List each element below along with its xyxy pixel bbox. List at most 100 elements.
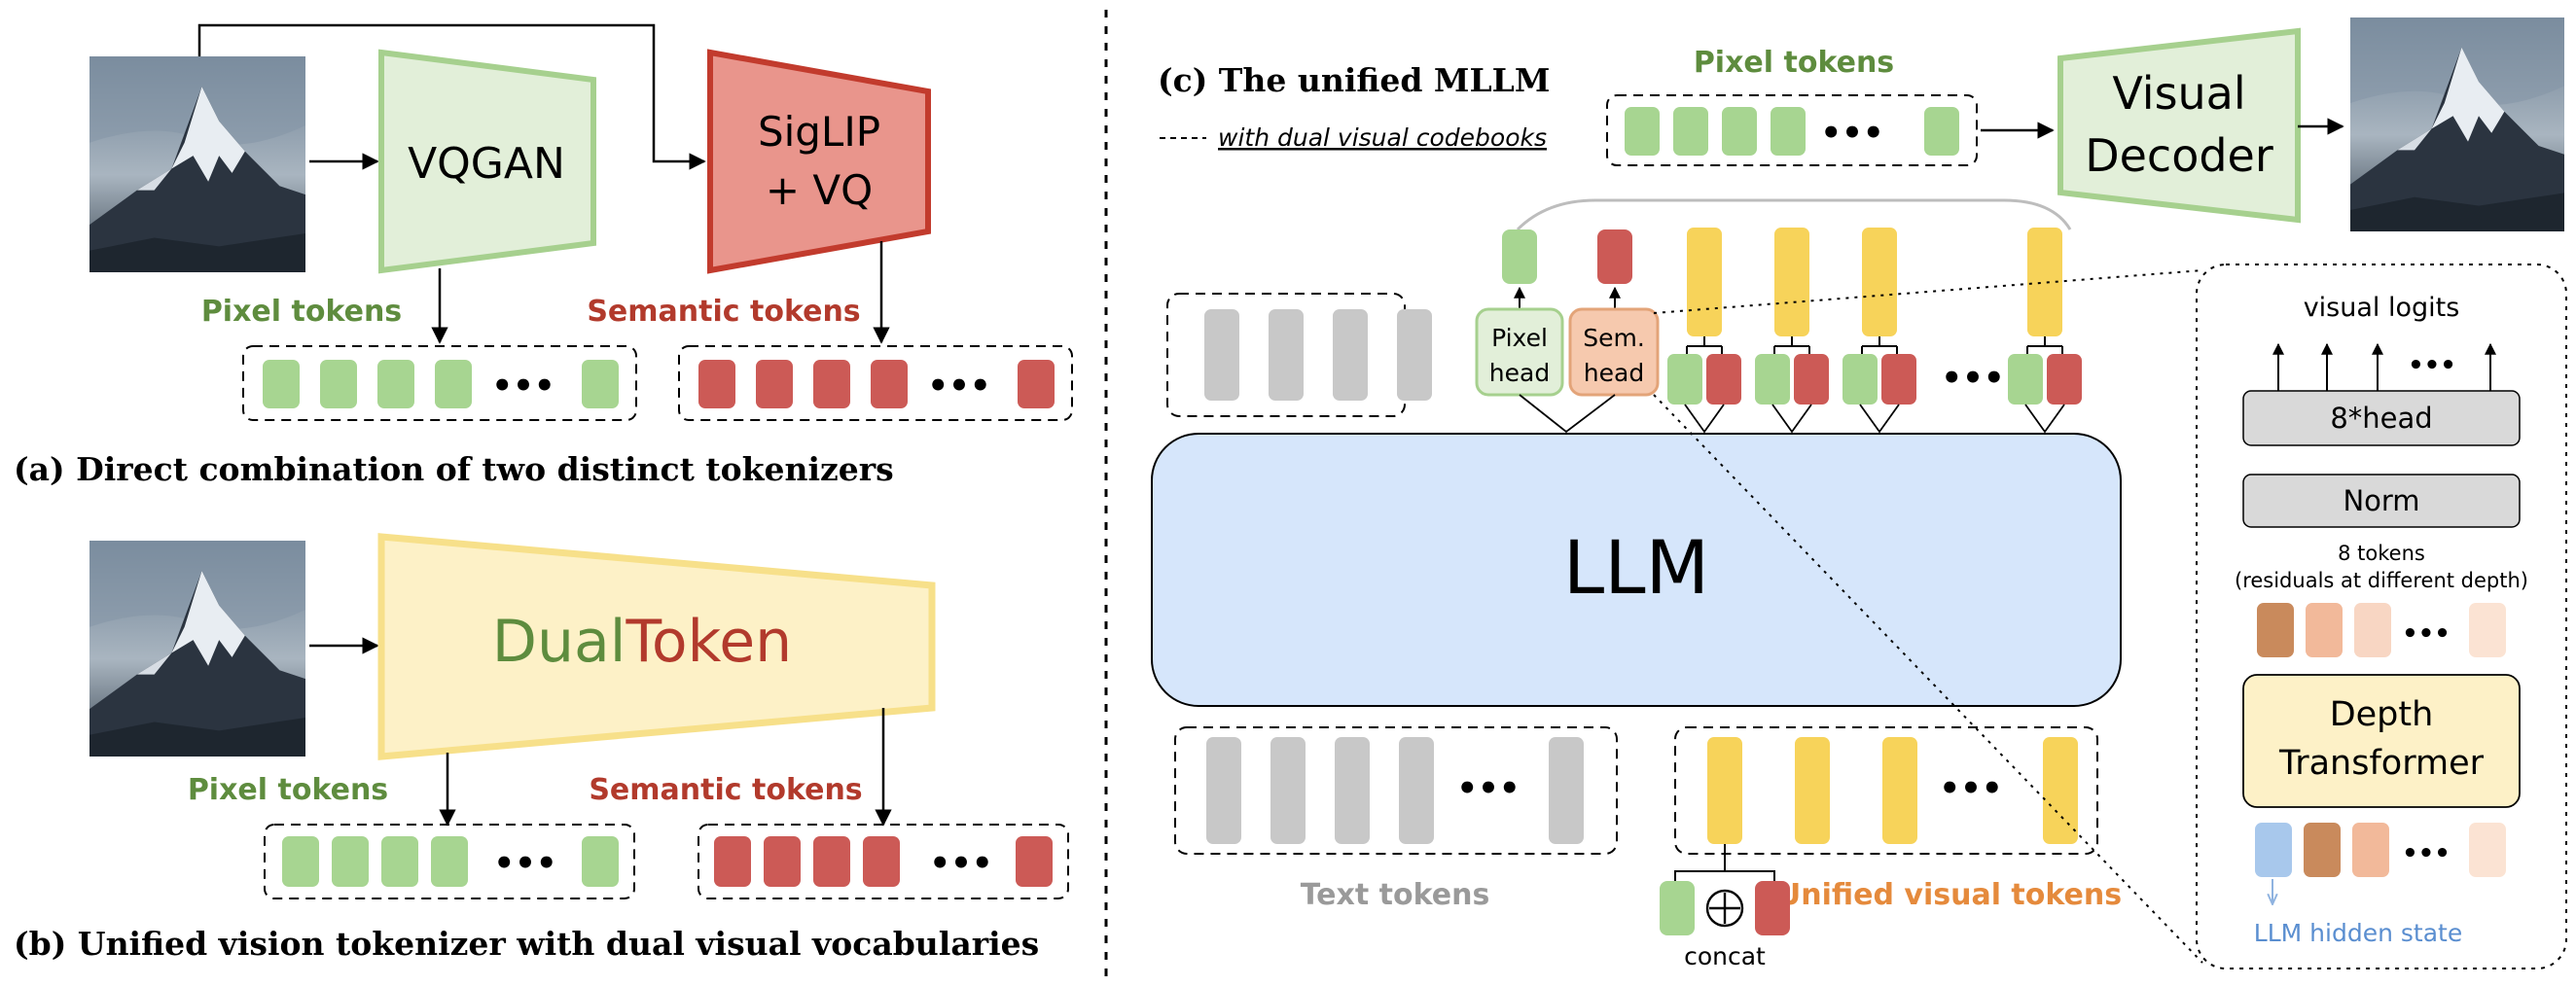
pixel-token — [381, 836, 418, 887]
head-label: 8*head — [2330, 402, 2432, 435]
concat-semantic-token — [1755, 881, 1790, 935]
semantic-token — [871, 360, 908, 408]
pixel-token — [582, 836, 619, 887]
semantic-token — [764, 836, 801, 887]
pixel-token — [431, 836, 468, 887]
text-token — [1270, 737, 1306, 844]
ellipsis: ••• — [929, 844, 992, 883]
concat-plus-icon — [1705, 889, 1744, 928]
vqgan-encoder — [378, 49, 596, 274]
ellipsis: ••• — [1941, 359, 2004, 398]
text-token — [1269, 309, 1304, 401]
pixel-tokens-label-c: Pixel tokens — [1694, 46, 1894, 80]
text-token — [1204, 309, 1239, 401]
input-text-token-group — [1174, 726, 1618, 855]
pixel-token — [332, 836, 369, 887]
ellipsis: ••• — [1939, 769, 2002, 808]
residual-token — [2354, 603, 2391, 657]
input-text-token-row: ••• — [1206, 737, 1584, 844]
semantic-token — [756, 360, 793, 408]
decoder-label-line1: Visual — [2112, 67, 2245, 120]
pixel-token — [263, 360, 300, 408]
inset-panel — [2196, 264, 2567, 969]
hidden-state-token-row: ••• — [2255, 823, 2506, 877]
semantic-output-token — [1597, 229, 1632, 284]
dualtoken-title-token: Token — [625, 608, 792, 676]
norm-block — [2242, 474, 2521, 528]
unified-input-token — [2043, 737, 2078, 844]
text-token — [1333, 309, 1368, 401]
semantic-token-row-a: ••• — [698, 360, 1055, 408]
residual-token — [2257, 603, 2294, 657]
tokens-label-line2: (residuals at different depth) — [2235, 569, 2528, 592]
llm-hidden-state-label: LLM hidden state — [2254, 919, 2462, 947]
siglip-encoder — [707, 49, 931, 274]
caption-a: (a) Direct combination of two distinct t… — [14, 450, 894, 488]
panel-b: DualToken Pixel tokens Semantic tokens •… — [14, 533, 1069, 963]
decoder-label-line2: Decoder — [2085, 129, 2273, 182]
semantic-token — [1016, 836, 1053, 887]
residual-token-row: ••• — [2257, 603, 2506, 657]
caption-b: (b) Unified vision tokenizer with dual v… — [14, 925, 1039, 963]
token-fork — [1684, 404, 1725, 434]
ellipsis: ••• — [493, 844, 556, 883]
callout-line-bottom — [1653, 394, 2203, 964]
pixel-token — [582, 360, 619, 408]
legend-text: with dual visual codebooks — [1218, 123, 1547, 152]
vqgan-label: VQGAN — [408, 139, 565, 189]
output-connector-arc — [1516, 198, 2072, 231]
unified-visual-tokens-label: Unified visual tokens — [1777, 878, 2122, 912]
unified-input-token — [1882, 737, 1917, 844]
concat-label: concat — [1684, 942, 1766, 970]
pixel-token — [377, 360, 414, 408]
pixel-token — [1673, 107, 1708, 156]
panel-c-title: (c) The unified MLLM — [1158, 61, 1550, 99]
pixel-token — [1771, 107, 1806, 156]
token-fork — [2024, 404, 2065, 434]
text-token — [1399, 737, 1434, 844]
text-token — [1335, 737, 1370, 844]
pixel-token — [1924, 107, 1959, 156]
pixel-subtoken — [1667, 354, 1702, 405]
semantic-token — [1018, 360, 1055, 408]
pixel-head-line1: Pixel — [1491, 324, 1548, 352]
unified-input-token — [1707, 737, 1742, 844]
unified-output-token — [1774, 228, 1809, 336]
pixel-subtoken — [1755, 354, 1790, 405]
panel-a: VQGAN SigLIP + VQ Pixel tokens Semantic … — [14, 23, 1073, 488]
pixel-token-row-c: ••• — [1625, 107, 1959, 156]
visual-logit-arrows: ••• — [2272, 342, 2496, 391]
input-visual-token-row: ••• — [1707, 737, 2078, 844]
residual-token — [2469, 823, 2506, 877]
depth-transformer-block — [2242, 674, 2521, 808]
llm-block — [1151, 433, 2122, 707]
semantic-subtoken — [1706, 354, 1741, 405]
residual-token — [2469, 603, 2506, 657]
text-token — [1397, 309, 1432, 401]
dualtoken-title-dual: Dual — [492, 608, 626, 676]
hidden-state-token — [2255, 823, 2292, 877]
pixel-token — [320, 360, 357, 408]
ellipsis: ••• — [1456, 769, 1520, 808]
token-fork — [1771, 404, 1812, 434]
semantic-token-group-b — [698, 824, 1069, 899]
text-tokens-label: Text tokens — [1301, 878, 1490, 912]
sem-head-line1: Sem. — [1583, 324, 1645, 352]
unified-output-token — [2027, 228, 2062, 336]
pixel-token-row-a: ••• — [263, 360, 619, 408]
pixel-token-group-b — [264, 824, 635, 899]
visual-decoder — [2057, 27, 2301, 224]
output-text-token-row — [1204, 309, 1432, 401]
semantic-tokens-label-a: Semantic tokens — [587, 295, 860, 329]
text-token — [1549, 737, 1584, 844]
pixel-tokens-label-a: Pixel tokens — [201, 295, 402, 329]
ellipsis: ••• — [2408, 351, 2456, 380]
norm-label: Norm — [2343, 484, 2419, 517]
pixel-token — [1722, 107, 1757, 156]
depth-transformer-line1: Depth — [2330, 695, 2434, 734]
heads-fork — [1519, 394, 1616, 434]
text-token — [1206, 737, 1241, 844]
head-block — [2242, 390, 2521, 446]
residual-token — [2304, 823, 2341, 877]
